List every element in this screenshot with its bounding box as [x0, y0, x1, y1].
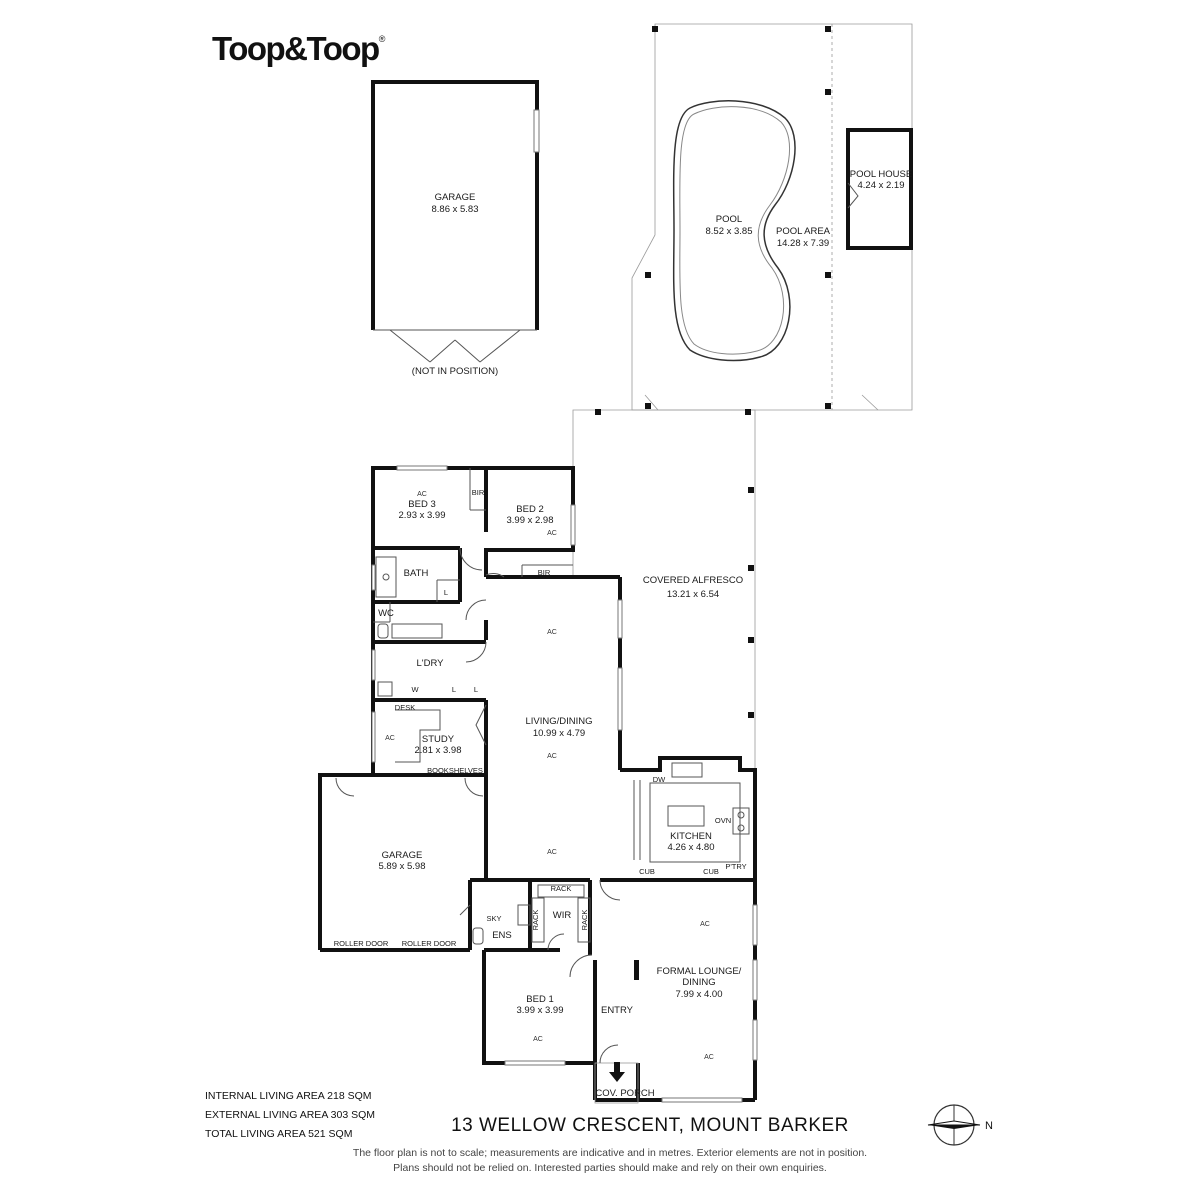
ac-living-3: AC: [547, 849, 557, 856]
bed3-dims: 2.93 x 3.99: [398, 510, 445, 521]
wir-name: WIR: [553, 910, 572, 921]
roller-door-1: ROLLER DOOR: [334, 939, 389, 948]
pool-house: POOL HOUSE 4.24 x 2.19: [846, 128, 913, 250]
disclaimer: The floor plan is not to scale; measurem…: [300, 1146, 920, 1176]
windows: [371, 465, 758, 1103]
bed3-name: BED 3: [408, 499, 435, 510]
garage-detached-name: GARAGE: [435, 192, 476, 203]
ac-bed2: AC: [547, 530, 557, 537]
pool-area-name: POOL AREA: [776, 226, 831, 237]
study-dims: 2.81 x 3.98: [414, 745, 461, 756]
bed2-name: BED 2: [516, 504, 543, 515]
north-label: N: [985, 1120, 993, 1132]
entry-name: ENTRY: [601, 1005, 634, 1016]
compass-icon: [927, 1104, 981, 1146]
brand-logo: Toop&Toop®: [212, 30, 386, 68]
detached-garage: GARAGE 8.86 x 5.83 (NOT IN POSITION): [371, 80, 540, 377]
disclaimer-line-1: The floor plan is not to scale; measurem…: [352, 1147, 868, 1159]
ac-bed3: AC: [417, 491, 427, 498]
bir-bed3: BIR: [472, 488, 485, 497]
rack-top: RACK: [551, 884, 572, 893]
desk-label: DESK: [395, 703, 415, 712]
dishwasher-label: DW: [653, 775, 666, 784]
bed2-dims: 3.99 x 2.98: [506, 515, 553, 526]
brand-registered-mark: ®: [378, 34, 386, 44]
kitchen-name: KITCHEN: [670, 831, 712, 842]
external-area: EXTERNAL LIVING AREA 303 SQM: [205, 1109, 376, 1121]
covered-alfresco: COVERED ALFRESCO 13.21 x 6.54: [572, 409, 756, 770]
study-name: STUDY: [422, 734, 455, 745]
pool-outline: [672, 100, 796, 362]
alfresco-dims: 13.21 x 6.54: [667, 589, 719, 600]
internal-area: INTERNAL LIVING AREA 218 SQM: [205, 1090, 372, 1102]
fixtures: [375, 556, 750, 945]
pantry-label: P'TRY: [725, 862, 746, 871]
rack-right: RACK: [580, 910, 589, 931]
bed1-name: BED 1: [526, 994, 553, 1005]
linen-laundry-1: L: [452, 685, 456, 694]
pool-house-dims: 4.24 x 2.19: [857, 180, 904, 191]
ac-living-2: AC: [547, 753, 557, 760]
cupboard-2: CUB: [703, 867, 719, 876]
front-entry-arrow: [609, 1062, 625, 1082]
washer-label: W: [411, 685, 419, 694]
garage-main-dims: 5.89 x 5.98: [378, 861, 425, 872]
wc-name: WC: [378, 608, 394, 619]
pool-area-dims: 14.28 x 7.39: [777, 238, 829, 249]
cupboard-1: CUB: [639, 867, 655, 876]
ac-study: AC: [385, 735, 395, 742]
living-area-summary: INTERNAL LIVING AREA 218 SQM EXTERNAL LI…: [205, 1087, 375, 1144]
living-dims: 10.99 x 4.79: [533, 728, 585, 739]
rack-left: RACK: [531, 910, 540, 931]
garage-main-name: GARAGE: [382, 850, 423, 861]
brand-name: Toop&Toop: [212, 30, 380, 67]
living-name: LIVING/DINING: [525, 716, 592, 727]
pool-dims: 8.52 x 3.85: [705, 226, 752, 237]
bed1-dims: 3.99 x 3.99: [516, 1005, 563, 1016]
ac-bed1: AC: [533, 1036, 543, 1043]
ac-living-1: AC: [547, 629, 557, 636]
skylight-label: SKY: [486, 914, 501, 923]
ac-formal-1: AC: [700, 921, 710, 928]
bir-bed2: BIR: [538, 568, 551, 577]
porch-name: COV. PORCH: [595, 1088, 654, 1099]
ensuite-name: ENS: [492, 930, 512, 941]
linen-laundry-2: L: [474, 685, 478, 694]
formal-name-1: FORMAL LOUNGE/: [657, 966, 742, 977]
linen-bath: L: [444, 588, 448, 597]
roller-door-2: ROLLER DOOR: [402, 939, 457, 948]
pool-name: POOL: [716, 214, 742, 225]
bath-name: BATH: [404, 568, 429, 579]
garage-detached-dims: 8.86 x 5.83: [431, 204, 478, 215]
garage-detached-note: (NOT IN POSITION): [412, 366, 498, 377]
property-address: 13 WELLOW CRESCENT, MOUNT BARKER: [451, 1115, 849, 1136]
kitchen-dims: 4.26 x 4.80: [667, 842, 714, 853]
pool-house-name: POOL HOUSE: [850, 169, 912, 180]
room-labels: AC BED 3 2.93 x 3.99 BIR BED 2 3.99 x 2.…: [334, 488, 747, 1099]
ac-formal-2: AC: [704, 1054, 714, 1061]
oven-label: OVN: [715, 816, 731, 825]
formal-name-2: DINING: [682, 977, 715, 988]
total-area: TOTAL LIVING AREA 521 SQM: [205, 1128, 353, 1140]
pool-area: POOL 8.52 x 3.85 POOL AREA 14.28 x 7.39: [631, 23, 913, 411]
laundry-name: L'DRY: [417, 658, 445, 669]
bookshelves-label: BOOKSHELVES: [427, 766, 483, 775]
disclaimer-line-2: Plans should not be relied on. Intereste…: [393, 1162, 827, 1174]
alfresco-name: COVERED ALFRESCO: [643, 575, 743, 586]
formal-dims: 7.99 x 4.00: [675, 989, 722, 1000]
doors: [335, 547, 641, 1064]
